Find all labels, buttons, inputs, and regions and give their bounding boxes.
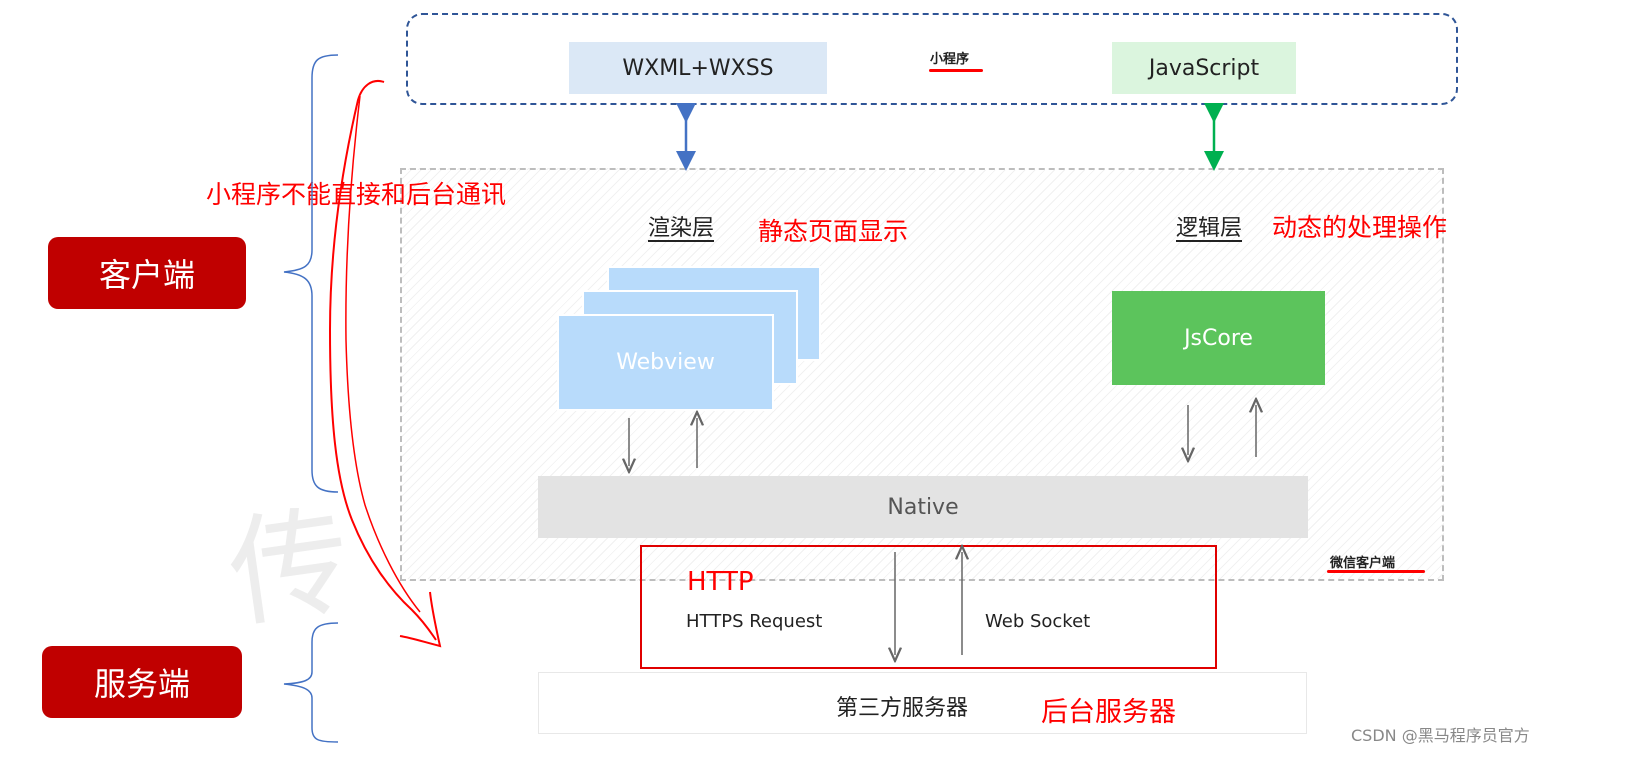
webview-label: Webview bbox=[616, 350, 715, 375]
server-side-label-text: 服务端 bbox=[93, 665, 190, 703]
jscore-label: JsCore bbox=[1184, 325, 1253, 351]
handwritten-red-arrowhead bbox=[399, 591, 442, 648]
webview-card-front: Webview bbox=[557, 314, 774, 411]
http-label: HTTP bbox=[687, 567, 754, 597]
third-party-server-box bbox=[538, 672, 1307, 734]
javascript-label: JavaScript bbox=[1148, 55, 1260, 81]
server-side-label: 服务端 bbox=[42, 646, 242, 718]
mini-program-frame bbox=[406, 13, 1458, 105]
wechat-client-label: 微信客户端 bbox=[1330, 556, 1396, 571]
wxml-wxss-label: WXML+WXSS bbox=[622, 55, 774, 81]
mini-program-underline bbox=[929, 69, 983, 72]
render-layer-title: 渲染层 bbox=[648, 216, 715, 241]
logic-layer-title: 逻辑层 bbox=[1176, 216, 1243, 241]
client-side-label-text: 客户端 bbox=[98, 256, 195, 294]
wechat-client-underline bbox=[1327, 570, 1425, 573]
mini-program-label: 小程序 bbox=[930, 52, 970, 67]
web-socket-label: Web Socket bbox=[985, 611, 1091, 632]
https-request-label: HTTPS Request bbox=[686, 611, 823, 632]
no-direct-communication-note: 小程序不能直接和后台通讯 bbox=[206, 180, 507, 209]
client-side-label: 客户端 bbox=[48, 237, 246, 309]
wxml-wxss-box: WXML+WXSS bbox=[569, 42, 827, 94]
backend-server-note: 后台服务器 bbox=[1041, 697, 1176, 728]
csdn-watermark: CSDN @黑马程序员官方 bbox=[1351, 726, 1530, 745]
native-label: Native bbox=[887, 494, 959, 520]
native-bar: Native bbox=[538, 476, 1308, 538]
jscore-box: JsCore bbox=[1112, 291, 1325, 385]
http-highlight-box bbox=[640, 545, 1217, 669]
third-party-server-label: 第三方服务器 bbox=[836, 696, 969, 721]
client-bracket bbox=[283, 54, 339, 493]
faint-watermark-glyph: 传 bbox=[220, 491, 359, 646]
logic-layer-note: 动态的处理操作 bbox=[1272, 213, 1448, 242]
javascript-box: JavaScript bbox=[1112, 42, 1296, 94]
render-layer-note: 静态页面显示 bbox=[758, 217, 909, 246]
